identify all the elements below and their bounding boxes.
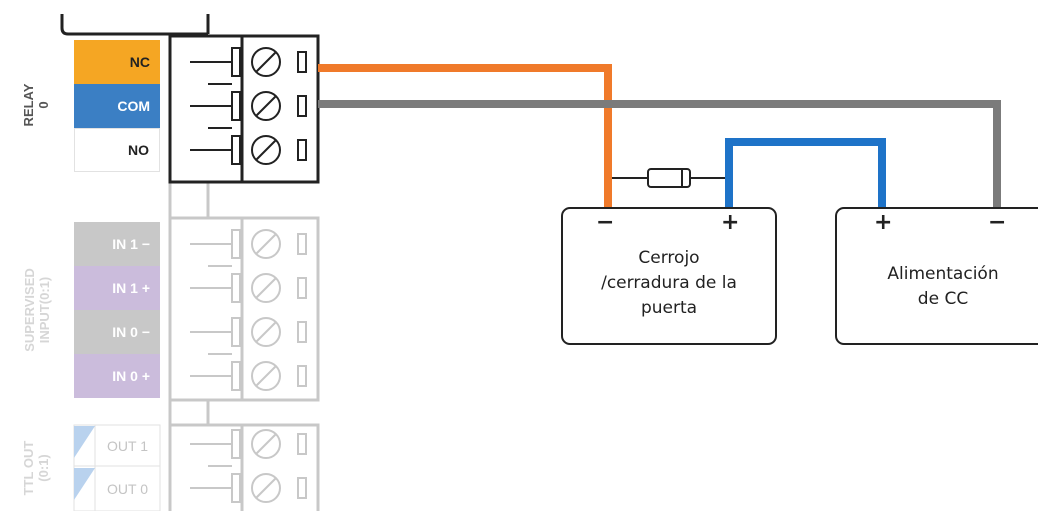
relay-title-line2: 0 <box>36 101 51 109</box>
nc-wire <box>318 64 612 208</box>
psu-minus-sign: − <box>988 210 1007 235</box>
ttl-title: TTL OUT (0:1) <box>21 423 55 513</box>
relay-terminal-nc: NC <box>74 40 160 84</box>
ttl-terminal-block <box>168 423 320 511</box>
screw-icon <box>251 317 281 347</box>
relay-terminal-no-label: NO <box>128 142 149 158</box>
supervised-title-line2: INPUT(0:1) <box>37 276 52 344</box>
ttl-terminal-label: OUT 1 <box>107 437 148 454</box>
diode-icon <box>612 168 725 188</box>
supervised-terminal-label: IN 0 − <box>112 324 150 340</box>
block-connectors <box>168 182 210 425</box>
relay-screws <box>251 47 307 165</box>
relay-terminal-com: COM <box>74 84 160 128</box>
screw-icon <box>251 273 281 303</box>
screw-icon <box>251 229 281 259</box>
lock-box <box>561 207 777 345</box>
ttl-title-line1: TTL OUT <box>21 440 36 496</box>
psu-plus-sign: + <box>874 210 893 235</box>
screw-icon <box>251 361 281 391</box>
supervised-terminal-in1-minus: IN 1 − <box>74 222 160 266</box>
ttl-terminal-out1: OUT 1 <box>95 425 160 466</box>
screw-icon <box>251 47 281 77</box>
psu-label: Alimentación de CC <box>887 264 999 309</box>
com-wire <box>318 100 1001 208</box>
supervised-terminal-in0-minus: IN 0 − <box>74 310 160 354</box>
relay-title-line1: RELAY <box>21 83 36 127</box>
screw-icon <box>251 473 281 503</box>
supervised-terminal-in1-plus: IN 1 + <box>74 266 160 310</box>
supervised-terminal-label: IN 1 + <box>112 280 150 296</box>
relay-terminal-nc-label: NC <box>129 54 150 70</box>
supervised-terminal-label: IN 0 + <box>112 368 150 384</box>
lock-label: Cerrojo /cerradura de la puerta <box>601 248 737 318</box>
relay-title: RELAY 0 <box>21 65 55 145</box>
psu-box <box>835 207 1038 345</box>
relay-terminal-no: NO <box>74 128 160 172</box>
dc-plus-wire <box>725 138 886 208</box>
ttl-swatches <box>73 424 161 511</box>
screw-icon <box>251 135 281 165</box>
supervised-title-line1: SUPERVISED <box>22 268 37 352</box>
screw-icon <box>251 429 281 459</box>
relay-terminal-com-label: COM <box>117 98 150 114</box>
ttl-title-line2: (0:1) <box>36 454 51 482</box>
top-cable <box>60 14 208 36</box>
supervised-title: SUPERVISED INPUT(0:1) <box>22 245 56 375</box>
supervised-terminal-label: IN 1 − <box>112 236 150 252</box>
supervised-terminal-in0-plus: IN 0 + <box>74 354 160 398</box>
lock-minus-sign: − <box>596 210 615 235</box>
screw-icon <box>251 91 281 121</box>
ttl-terminal-label: OUT 0 <box>107 481 148 497</box>
supervised-terminal-block <box>168 216 320 402</box>
lock-plus-sign: + <box>721 210 740 235</box>
ttl-terminal-out0: OUT 0 <box>95 467 160 511</box>
relay-terminal-block <box>168 34 320 184</box>
